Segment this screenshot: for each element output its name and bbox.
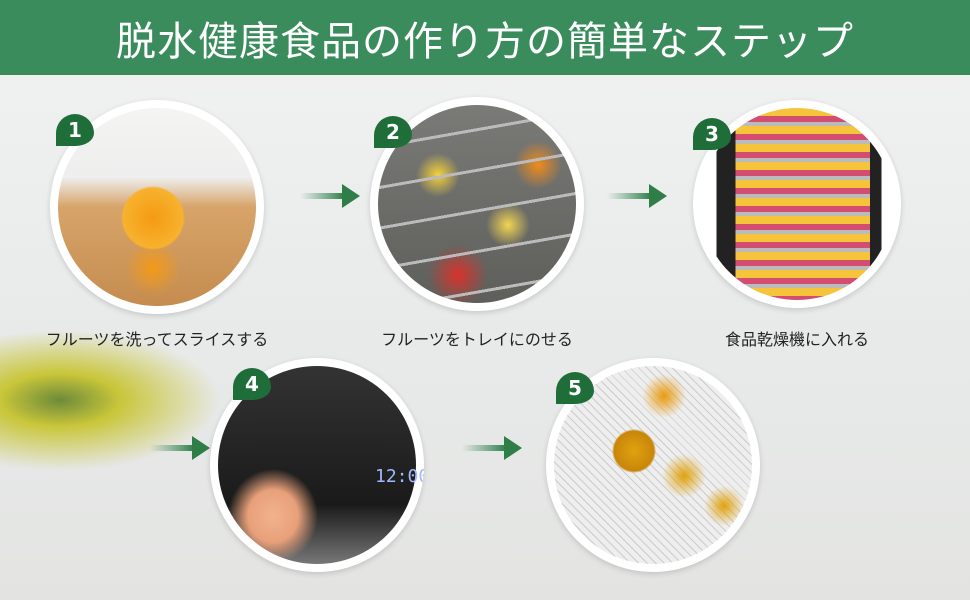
step-badge: 4 [233, 368, 271, 400]
arrow-right-icon [462, 436, 522, 460]
step-caption: フルーツを洗ってスライスする [45, 330, 269, 349]
step-1-image [50, 100, 264, 314]
timer-display: 12:00 [375, 466, 424, 487]
arrow-right-icon [150, 436, 210, 460]
step-caption: フルーツをトレイにのせる [381, 330, 573, 349]
step-badge: 2 [374, 116, 412, 148]
step-caption: 食品乾燥機に入れる [724, 330, 869, 349]
step-3-image [693, 100, 901, 308]
arrow-right-icon [300, 184, 360, 208]
step-badge: 3 [693, 118, 731, 150]
header-banner: 脱水健康食品の作り方の簡単なステップ [0, 0, 970, 75]
arrow-right-icon [607, 184, 667, 208]
step-badge: 1 [56, 114, 94, 146]
page-title: 脱水健康食品の作り方の簡単なステップ [116, 18, 854, 65]
step-badge: 5 [556, 372, 594, 404]
